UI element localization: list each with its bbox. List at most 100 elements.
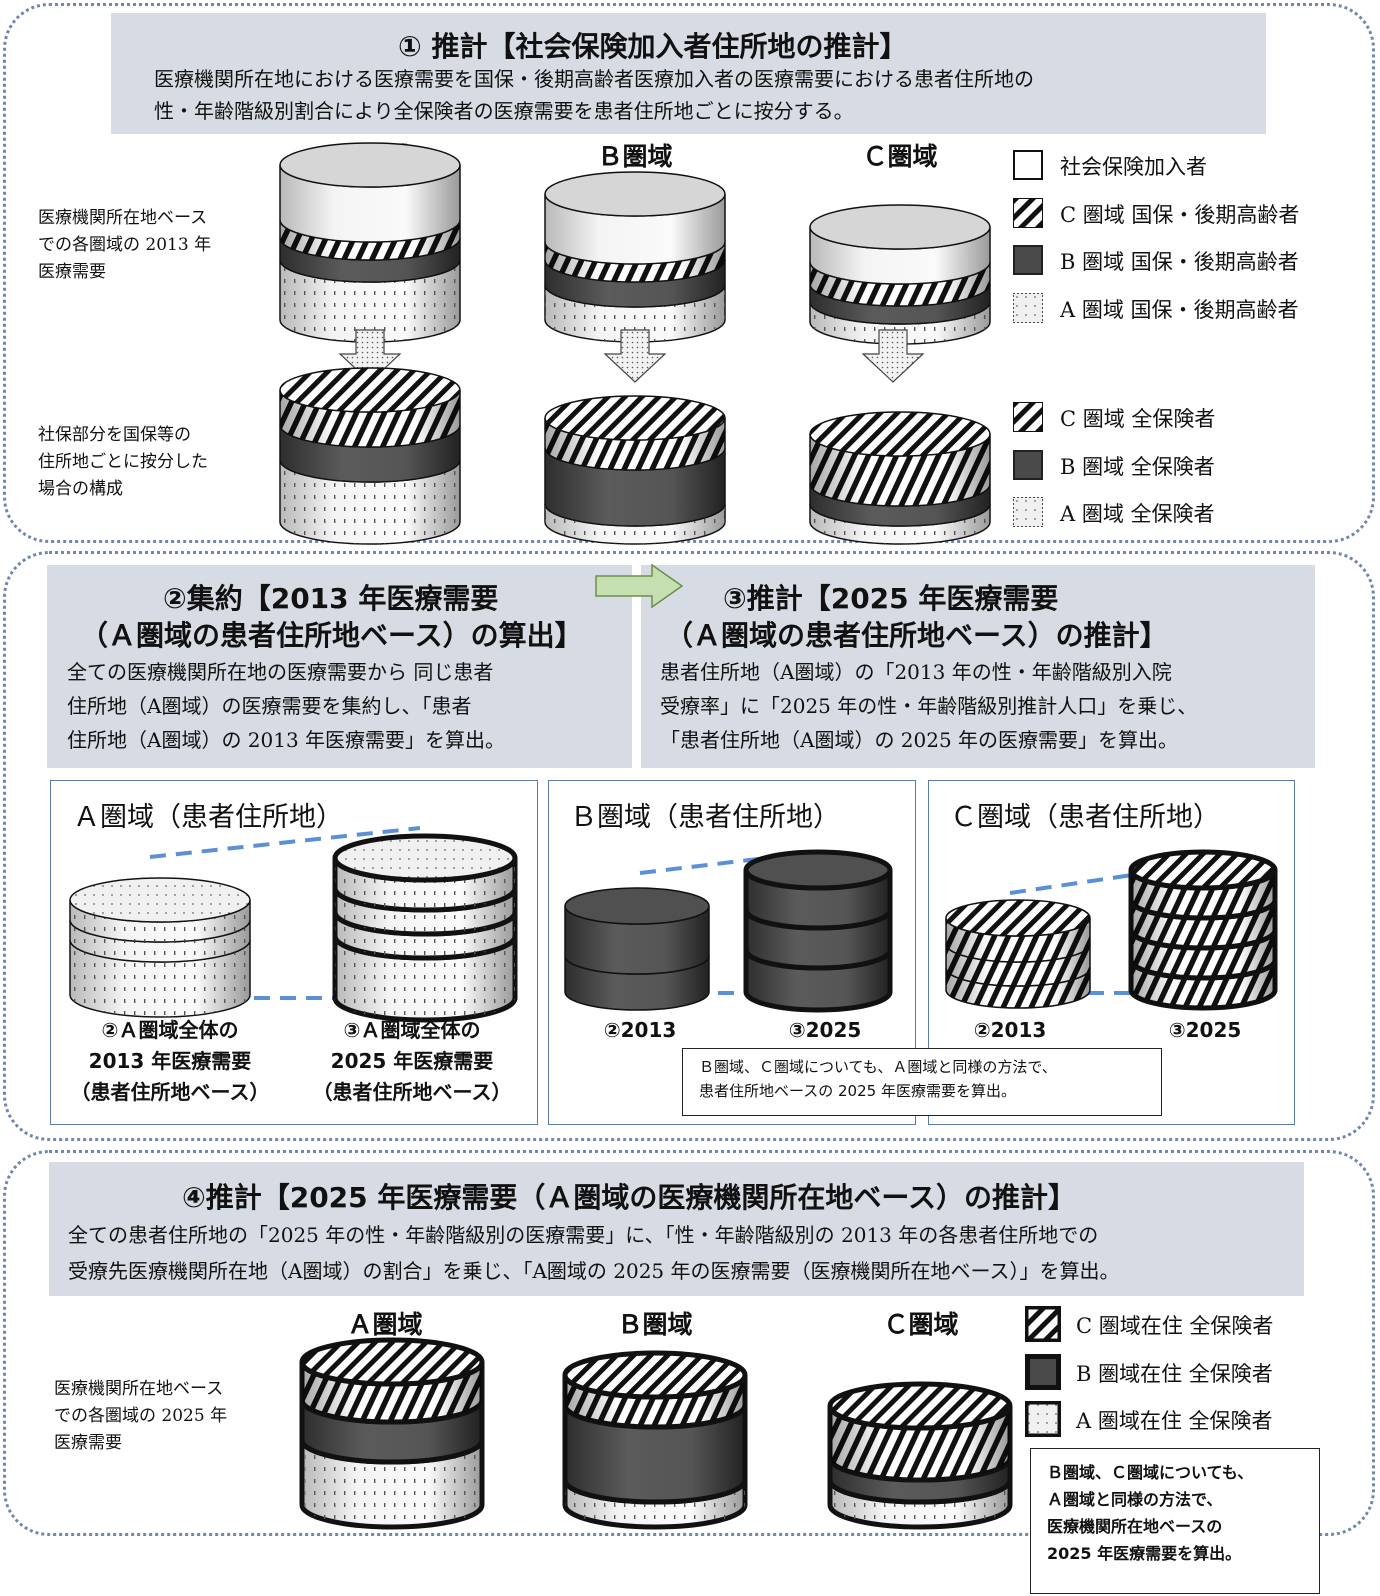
panel-b-title: Ｂ圏域（患者住所地） xyxy=(570,802,840,833)
cylinder-top xyxy=(809,204,991,250)
down-arrow-icon xyxy=(603,329,667,383)
legend-swatch-stripe xyxy=(1013,198,1043,228)
cylinder-top xyxy=(69,877,251,923)
cylinder-top xyxy=(945,899,1091,937)
cylinder-shade xyxy=(810,434,990,506)
section-1-title: ① 推計【社会保険加入者住所地の推計】 xyxy=(398,30,908,63)
row-label-line: 医療機関所在地ベース xyxy=(54,1379,224,1399)
section-4-frame xyxy=(3,1150,1375,1536)
cylinder-shade xyxy=(946,944,1090,986)
cylinder-top xyxy=(332,833,518,883)
legend-label: B 圏域 全保険者 xyxy=(1060,455,1215,479)
caption-b-2013: ②2013 xyxy=(603,1018,677,1042)
legend-label: A 圏域 国保・後期高齢者 xyxy=(1060,298,1299,322)
cylinder-shade xyxy=(946,918,1090,962)
row2-label-line: 社保部分を国保等の xyxy=(38,425,191,445)
section-2-title-2: （Ａ圏域の患者住所地ベース）の算出】 xyxy=(80,619,583,652)
desc-line: 全ての医療機関所在地の医療需要から 同じ患者 xyxy=(67,660,494,684)
cylinder-top xyxy=(279,142,461,188)
note-section-2: Ｂ圏域、Ｃ圏域についても、Ａ圏域と同様の方法で、 患者住所地ベースの 2025 … xyxy=(682,1048,1162,1116)
cylinder-dot-texture xyxy=(810,504,990,544)
legend-swatch-dot xyxy=(1013,293,1043,323)
cylinder-shade xyxy=(1131,960,1275,1008)
cylinder-top xyxy=(544,395,726,441)
desc-line: 住所地（A圏域）の医療需要を集約し、「患者 xyxy=(67,694,472,718)
section-3-title-2: （Ａ圏域の患者住所地ベース）の推計】 xyxy=(665,619,1168,652)
cylinder-dot-texture xyxy=(335,858,515,910)
caption-c-2013: ②2013 xyxy=(973,1018,1047,1042)
legend-swatch-white xyxy=(1013,150,1043,180)
section-2-desc: 全ての医療機関所在地の医療需要から 同じ患者 住所地（A圏域）の医療需要を集約し… xyxy=(67,655,505,757)
cylinder-shade xyxy=(1131,900,1275,948)
panel-a-title: Ａ圏域（患者住所地） xyxy=(73,802,343,833)
legend-label: C 圏域 全保険者 xyxy=(1060,407,1216,431)
section-2-frame xyxy=(3,551,1375,1141)
note-line: Ａ圏域と同様の方法で、 xyxy=(1047,1490,1223,1509)
panel-c-title: Ｃ圏域（患者住所地） xyxy=(950,802,1220,833)
section-4-col-b: Ｂ圏域 xyxy=(617,1310,693,1339)
legend-label: C 圏域在住 全保険者 xyxy=(1076,1314,1274,1338)
cylinder-top xyxy=(743,849,893,891)
section-1-col-b: Ｂ圏域 xyxy=(597,142,673,171)
section-2-header xyxy=(47,565,632,768)
section-3-title-1: ③推計【2025 年医療需要 xyxy=(723,582,1059,615)
caption-line: （患者住所地ベース） xyxy=(70,1080,270,1104)
note-section-4: Ｂ圏域、Ｃ圏域についても、 Ａ圏域と同様の方法で、 医療機関所在地ベースの 20… xyxy=(1030,1448,1320,1594)
legend-swatch-dot xyxy=(1025,1401,1061,1437)
section-4-row-label: 医療機関所在地ベース での各圏域の 2025 年 医療需要 xyxy=(54,1376,227,1457)
note-line: 患者住所地ベースの 2025 年医療需要を算出。 xyxy=(699,1082,1016,1100)
row-label-line: での各圏域の 2025 年 xyxy=(54,1406,228,1426)
cylinder-top xyxy=(1128,849,1278,891)
caption-a-2025: ③Ａ圏域全体の 2025 年医療需要 （患者住所地ベース） xyxy=(292,1015,532,1108)
desc-line: 患者住所地（A圏域）の「2013 年の性・年齢階級別入院 xyxy=(660,660,1172,684)
cylinder-c-2025-facility xyxy=(827,1381,1013,1530)
cylinder-a-2025-facility xyxy=(299,1337,485,1530)
legend-label: B 圏域 国保・後期高齢者 xyxy=(1060,250,1299,274)
cylinder-b-2013-residence xyxy=(564,887,710,1011)
section-1-col-c: Ｃ圏域 xyxy=(862,142,938,171)
cylinder-dot-texture xyxy=(545,504,725,544)
legend-swatch-stripe xyxy=(1025,1306,1061,1342)
cylinder-top xyxy=(809,411,991,457)
section-1-row2-label: 社保部分を国保等の 住所地ごとに按分した 場合の構成 xyxy=(38,422,208,503)
note-line: 2025 年医療需要を算出。 xyxy=(1047,1544,1242,1563)
section-4-col-c: Ｃ圏域 xyxy=(883,1310,959,1339)
caption-a-2013: ②Ａ圏域全体の 2013 年医療需要 （患者住所地ベース） xyxy=(50,1015,290,1108)
row2-label-line: 場合の構成 xyxy=(38,479,123,499)
cylinder-a-2013-mixed xyxy=(279,142,461,343)
section-3-header xyxy=(641,565,1315,768)
section-1-desc-line2: 性・年齢階級別割合により全保険者の医療需要を患者住所地ごとに按分する。 xyxy=(154,99,854,123)
legend-swatch-dark xyxy=(1025,1354,1061,1390)
cylinder-dot-texture xyxy=(280,460,460,544)
section-1-desc-line1: 医療機関所在地における医療需要を国保・後期高齢者医療加入者の医療需要における患者… xyxy=(154,67,1034,91)
section-2-title-1: ②集約【2013 年医療需要 xyxy=(163,582,499,615)
panel-a-residence xyxy=(50,780,538,1125)
cylinder-shade xyxy=(280,390,460,447)
row1-label-line: 医療機関所在地ベース xyxy=(38,208,208,228)
cylinder-c-2025-residence xyxy=(1128,849,1278,1011)
cylinder-dot-texture xyxy=(280,260,460,342)
note-line: Ｂ圏域、Ｃ圏域についても、Ａ圏域と同様の方法で、 xyxy=(699,1058,1057,1076)
cylinder-b-2013-all xyxy=(544,395,726,545)
row-label-line: 医療需要 xyxy=(54,1433,122,1453)
caption-b-2025: ③2025 xyxy=(788,1018,862,1042)
legend-swatch-dot xyxy=(1013,497,1043,527)
legend-swatch-stripe xyxy=(1013,402,1043,432)
cylinder-shade xyxy=(545,242,725,282)
caption-c-2025: ③2025 xyxy=(1168,1018,1242,1042)
caption-line: 2013 年医療需要 xyxy=(88,1049,252,1073)
cylinder-top xyxy=(562,1350,748,1400)
cylinder-top xyxy=(827,1381,1013,1431)
cylinder-top xyxy=(544,171,726,217)
cylinder-top xyxy=(279,367,461,413)
cylinder-shade xyxy=(545,418,725,470)
section-4-header xyxy=(49,1162,1304,1296)
cylinder-top xyxy=(564,887,710,925)
cylinder-dot-texture xyxy=(302,1440,482,1527)
caption-line: 2025 年医療需要 xyxy=(330,1049,494,1073)
row1-label-line: 医療需要 xyxy=(38,262,106,282)
cylinder-dot-texture xyxy=(70,900,250,942)
cylinder-shade xyxy=(302,1362,482,1422)
legend-label: A 圏域 全保険者 xyxy=(1060,502,1215,526)
